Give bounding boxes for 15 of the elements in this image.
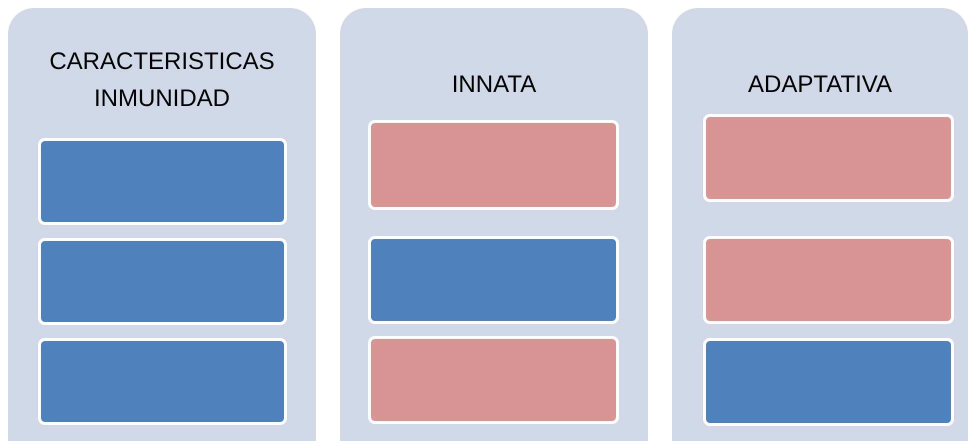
column-panel <box>672 8 968 441</box>
empty-box <box>703 338 954 426</box>
empty-box <box>38 138 287 225</box>
column-panel <box>340 8 648 441</box>
empty-box <box>703 114 954 202</box>
column-panel <box>8 8 316 441</box>
empty-box <box>368 336 619 424</box>
column-heading: INNATA <box>450 70 538 100</box>
column-heading: ADAPTATIVA <box>746 70 894 100</box>
empty-box <box>368 120 619 210</box>
empty-box <box>703 236 954 324</box>
empty-box <box>38 238 287 325</box>
empty-box <box>368 236 619 324</box>
column-heading: CARACTERISTICAS INMUNIDAD <box>48 47 276 114</box>
empty-box <box>38 338 287 425</box>
